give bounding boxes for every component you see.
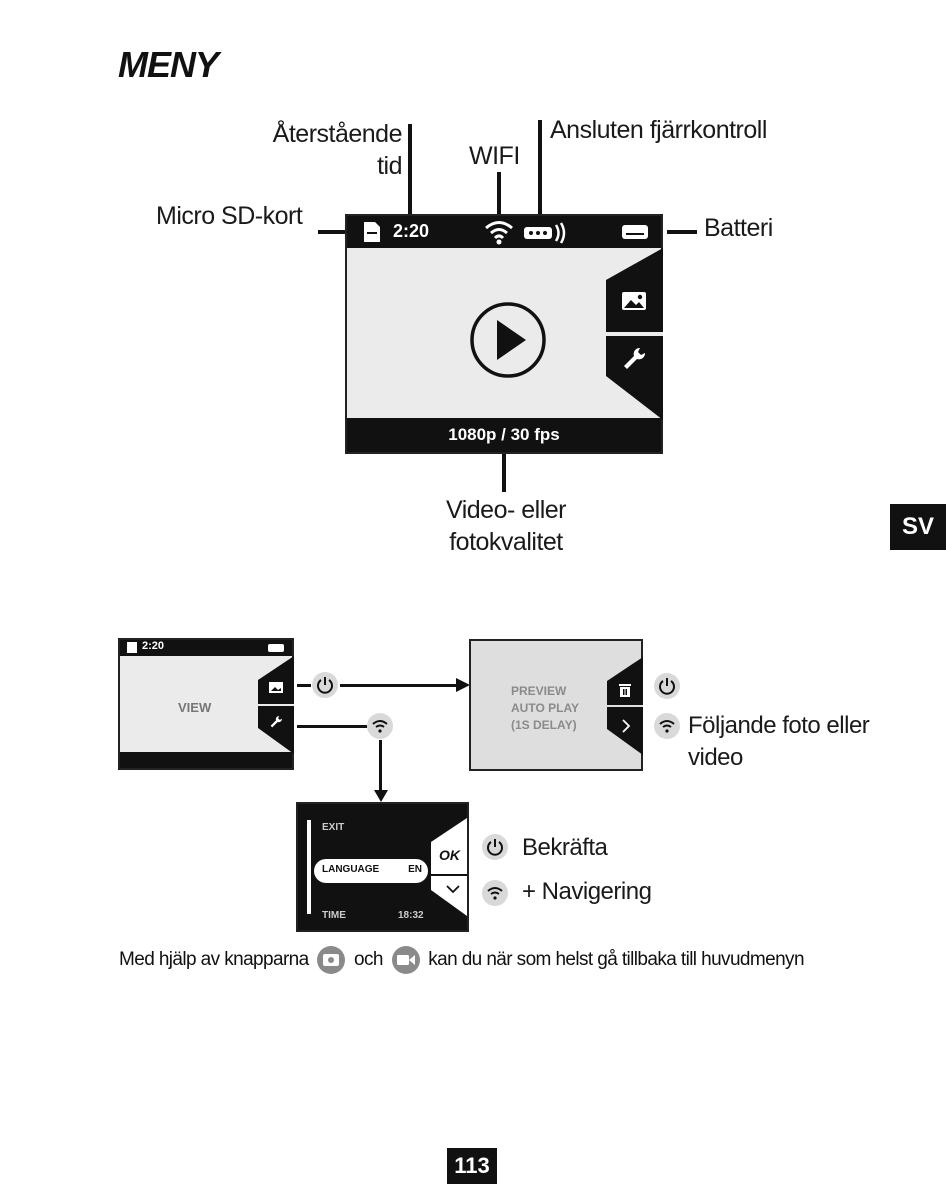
gallery-icon[interactable] xyxy=(621,291,647,311)
footer-text-2: och xyxy=(353,949,383,971)
settings-screen: EXIT LANGUAGE EN TIME 18:32 OK xyxy=(296,802,469,932)
view-screen: 2:20 VIEW xyxy=(118,638,294,770)
footer-note: Med hjälp av knapparna och kan du när so… xyxy=(119,946,805,974)
label-remote: Ansluten fjärrkontroll xyxy=(550,116,767,144)
play-icon[interactable] xyxy=(468,300,548,380)
camera-main-screen: 2:20 1080p / 30 fps xyxy=(345,214,663,454)
wifi-button-badge-2 xyxy=(654,713,680,739)
pointer-micro-sd xyxy=(318,230,345,234)
view-time: 2:20 xyxy=(142,640,165,652)
preview-screen: PREVIEW AUTO PLAY (1S DELAY) xyxy=(469,639,643,771)
arrow-line-view-to-preview-2 xyxy=(340,684,458,687)
language-tab: SV xyxy=(890,504,946,550)
power-button-badge xyxy=(312,672,338,698)
scrollbar[interactable] xyxy=(307,820,311,914)
settings-side-menu xyxy=(429,818,467,916)
footer-text-1: Med hjälp av knapparna xyxy=(119,949,309,971)
view-label: VIEW xyxy=(178,700,212,715)
arrow-line-view-to-settings xyxy=(297,725,367,728)
chevron-right-icon[interactable] xyxy=(621,719,631,733)
video-mode-icon xyxy=(391,946,420,974)
view-side-menu xyxy=(256,656,294,754)
pointer-remote xyxy=(538,120,542,214)
label-quality: Video- eller fotokvalitet xyxy=(445,496,567,556)
power-button-badge-3 xyxy=(482,834,508,860)
footer-text-3: kan du när som helst gå tillbaka till hu… xyxy=(428,949,804,971)
pointer-quality xyxy=(502,454,506,492)
wrench-icon[interactable] xyxy=(621,346,647,372)
sd-card-icon xyxy=(127,642,137,653)
battery-icon xyxy=(268,644,284,652)
side-menu-panel xyxy=(602,248,663,420)
power-icon xyxy=(659,678,675,695)
wrench-icon[interactable] xyxy=(269,715,283,729)
wifi-icon xyxy=(487,887,503,900)
label-confirm: Bekräfta xyxy=(522,834,608,861)
pointer-wifi xyxy=(497,172,501,214)
settings-row-exit[interactable]: EXIT xyxy=(322,822,345,833)
settings-value-language: EN xyxy=(408,864,422,875)
arrow-head-right xyxy=(456,678,470,692)
label-remaining-time: Återstående tid xyxy=(272,120,403,180)
page-number: 113 xyxy=(447,1148,497,1184)
sd-card-icon xyxy=(364,222,380,242)
settings-row-time[interactable]: TIME xyxy=(322,910,346,921)
settings-row-language-selected[interactable]: LANGUAGE EN xyxy=(314,859,428,883)
power-icon xyxy=(317,677,333,694)
pointer-battery xyxy=(667,230,697,234)
view-status-bar: 2:20 xyxy=(120,640,292,656)
arrow-head-down xyxy=(374,790,388,802)
quality-bar: 1080p / 30 fps xyxy=(347,418,661,452)
view-bottom-bar xyxy=(120,752,292,768)
wifi-icon xyxy=(485,221,513,245)
photo-mode-icon xyxy=(317,946,346,974)
power-button-badge-2 xyxy=(654,673,680,699)
status-bar: 2:20 xyxy=(347,216,661,248)
label-micro-sd: Micro SD-kort xyxy=(156,202,303,230)
chevron-down-icon[interactable] xyxy=(446,884,460,894)
gallery-icon[interactable] xyxy=(269,682,283,693)
settings-value-time: 18:32 xyxy=(398,910,424,921)
battery-icon xyxy=(622,225,648,239)
power-icon xyxy=(487,839,503,856)
remaining-time: 2:20 xyxy=(393,221,430,241)
wifi-button-badge-3 xyxy=(482,880,508,906)
preview-text: PREVIEW AUTO PLAY (1S DELAY) xyxy=(511,684,580,732)
arrow-line-view-to-preview xyxy=(297,684,311,687)
wifi-button-badge xyxy=(367,713,393,739)
remote-icon xyxy=(524,222,566,244)
page-title: MENY xyxy=(118,44,219,85)
label-battery: Batteri xyxy=(704,214,773,242)
label-wifi: WIFI xyxy=(469,142,520,170)
arrow-line-down xyxy=(379,740,382,792)
label-navigation: + Navigering xyxy=(522,878,652,905)
label-next-media: Följande foto eller video xyxy=(688,712,870,771)
wifi-icon xyxy=(372,720,388,733)
settings-row-language: LANGUAGE xyxy=(322,864,380,875)
pointer-remaining-time xyxy=(408,124,412,214)
trash-icon[interactable] xyxy=(619,683,631,697)
preview-side-menu xyxy=(605,657,643,755)
wifi-icon xyxy=(659,720,675,733)
ok-button[interactable]: OK xyxy=(439,847,460,863)
